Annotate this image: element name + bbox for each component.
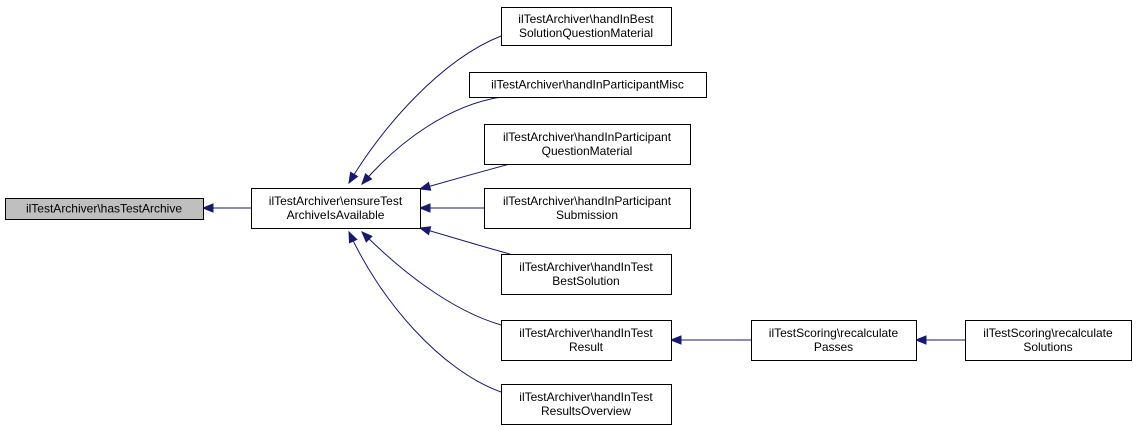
nodes-layer: ilTestArchiver\hasTestArchive ilTestArchi… [5, 7, 1132, 425]
edge-handInTestResult-to-ensureTestArchiveIsAvailable [361, 231, 502, 326]
arrowhead [418, 203, 431, 213]
node-label: QuestionMaterial [542, 144, 633, 158]
node-label: ilTestScoring\recalculate [769, 326, 899, 340]
node-label: Result [569, 340, 604, 354]
node-handInBestSolutionQuestionMaterial[interactable]: ilTestArchiver\handInBestSolutionQuestio… [501, 7, 672, 46]
node-label: ilTestArchiver\hasTestArchive [26, 202, 182, 216]
node-label: ilTestArchiver\handInTest [519, 390, 653, 404]
node-handInParticipantMisc[interactable]: ilTestArchiver\handInParticipantMisc [469, 72, 707, 98]
node-hasTestArchive[interactable]: ilTestArchiver\hasTestArchive [5, 198, 204, 220]
node-box [469, 72, 707, 98]
node-label: ilTestArchiver\handInTest [519, 326, 653, 340]
node-label: ResultsOverview [541, 404, 631, 418]
arrowhead [418, 181, 432, 191]
edge-recalculateSolutions-to-recalculatePasses [914, 335, 965, 345]
node-label: ilTestArchiver\ensureTest [269, 194, 403, 208]
edge-line [419, 227, 511, 255]
node-handInParticipantQuestionMaterial[interactable]: ilTestArchiver\handInParticipantQuestion… [484, 124, 691, 165]
node-label: ilTestArchiver\handInTest [519, 260, 653, 274]
node-label: ilTestArchiver\handInParticipant [503, 130, 672, 144]
edge-ensureTestArchiveIsAvailable-to-hasTestArchive [201, 203, 251, 213]
node-box [751, 320, 917, 361]
node-box [484, 188, 691, 229]
arrowhead [669, 335, 682, 345]
edge-handInTestResultsOverview-to-ensureTestArchiveIsAvailable [348, 230, 502, 393]
node-label: Solutions [1023, 340, 1072, 354]
arrowhead [361, 172, 373, 186]
node-label: BestSolution [552, 274, 619, 288]
node-box [965, 320, 1132, 361]
edge-recalculatePasses-to-handInTestResult [669, 335, 751, 345]
edge-handInBestSolutionQuestionMaterial-to-ensureTestArchiveIsAvailable [348, 35, 502, 185]
node-label: ilTestArchiver\handInBest [518, 12, 654, 26]
edge-line [348, 35, 502, 184]
node-box [5, 198, 204, 220]
edges-layer [201, 35, 965, 393]
node-ensureTestArchiveIsAvailable[interactable]: ilTestArchiver\ensureTestArchiveIsAvaila… [251, 188, 421, 229]
edge-line [419, 163, 511, 190]
arrowhead [361, 231, 373, 243]
node-label: Passes [814, 340, 853, 354]
edge-line [361, 96, 502, 185]
edge-handInParticipantMisc-to-ensureTestArchiveIsAvailable [361, 96, 502, 186]
edge-handInTestBestSolution-to-ensureTestArchiveIsAvailable [418, 226, 511, 255]
node-label: ilTestArchiver\handInParticipantMisc [491, 78, 684, 92]
node-label: SolutionQuestionMaterial [519, 26, 653, 40]
node-box [501, 384, 672, 425]
edge-line [348, 231, 502, 393]
node-label: Submission [556, 208, 618, 222]
arrowhead [418, 226, 432, 236]
node-box [501, 7, 672, 46]
node-label: ArchiveIsAvailable [287, 208, 385, 222]
node-box [501, 320, 672, 361]
node-box [251, 188, 421, 229]
arrowhead [914, 335, 927, 345]
node-box [501, 254, 672, 295]
node-label: ilTestArchiver\handInParticipant [503, 194, 672, 208]
arrowhead [348, 171, 359, 185]
node-label: ilTestScoring\recalculate [983, 326, 1113, 340]
arrowhead [348, 230, 358, 244]
arrowhead [201, 203, 214, 213]
edge-handInParticipantSubmission-to-ensureTestArchiveIsAvailable [418, 203, 484, 213]
node-handInParticipantSubmission[interactable]: ilTestArchiver\handInParticipantSubmissi… [484, 188, 691, 229]
edge-handInParticipantQuestionMaterial-to-ensureTestArchiveIsAvailable [418, 163, 511, 191]
node-box [484, 124, 691, 165]
edge-line [361, 231, 502, 326]
